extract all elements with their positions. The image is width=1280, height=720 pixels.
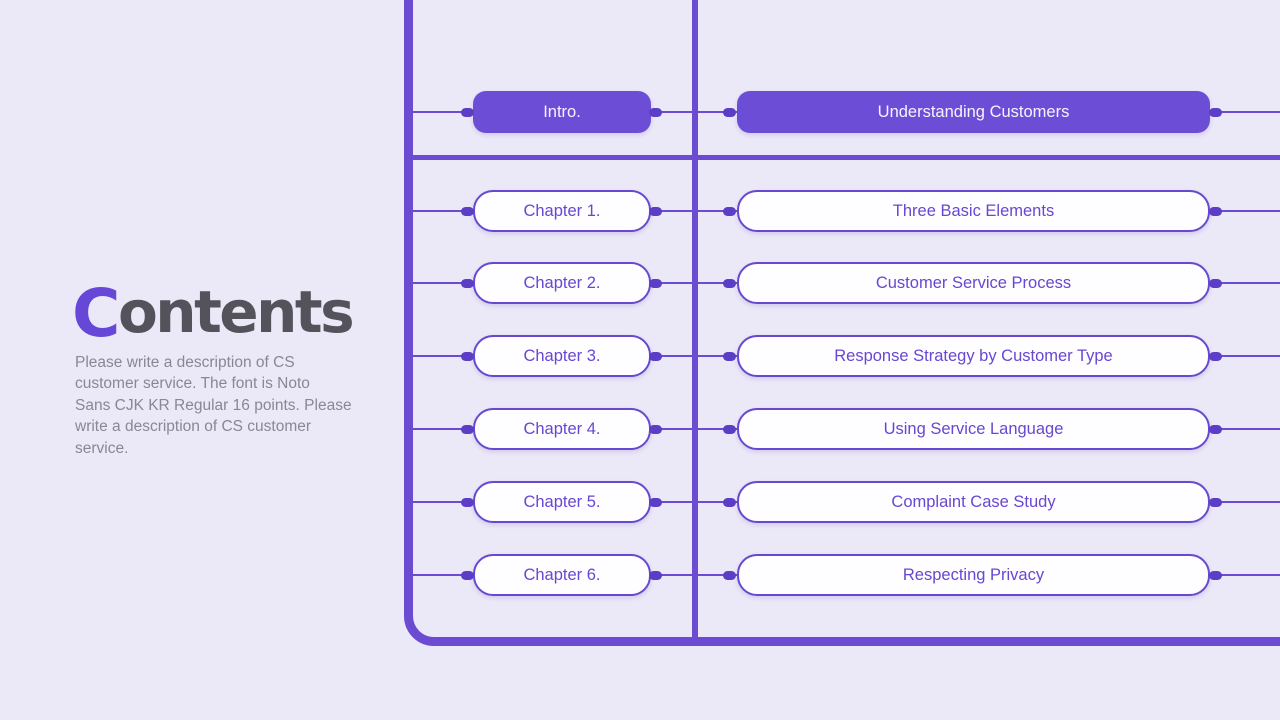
topic-button-5[interactable]: Complaint Case Study	[737, 481, 1210, 523]
topic-button-intro[interactable]: Understanding Customers	[737, 91, 1210, 133]
topic-button-6[interactable]: Respecting Privacy	[737, 554, 1210, 596]
connector-nub	[723, 279, 736, 288]
toc-row-chapter-6: Chapter 6. Respecting Privacy	[0, 554, 1280, 596]
topic-button-2[interactable]: Customer Service Process	[737, 262, 1210, 304]
connector-nub	[1209, 279, 1222, 288]
toc-row-intro: Intro. Understanding Customers	[0, 91, 1280, 133]
connector-nub	[1209, 498, 1222, 507]
connector-nub	[649, 279, 662, 288]
topic-button-4[interactable]: Using Service Language	[737, 408, 1210, 450]
page-description: Please write a description of CS custome…	[75, 354, 352, 457]
toc-row-chapter-4: Chapter 4. Using Service Language	[0, 408, 1280, 450]
toc-row-chapter-5: Chapter 5. Complaint Case Study	[0, 481, 1280, 523]
column-divider-line	[692, 0, 698, 637]
connector-nub	[649, 108, 662, 117]
chapter-button-5[interactable]: Chapter 5.	[473, 481, 651, 523]
chapter-button-6[interactable]: Chapter 6.	[473, 554, 651, 596]
page-title: Contents	[72, 278, 355, 347]
connector-nub	[461, 207, 474, 216]
connector-nub	[649, 207, 662, 216]
connector-nub	[649, 425, 662, 434]
connector-nub	[723, 425, 736, 434]
left-panel: Contents Please write a description of C…	[0, 0, 404, 720]
connector-nub	[461, 352, 474, 361]
connector-nub	[461, 108, 474, 117]
connector-nub	[461, 279, 474, 288]
toc-row-chapter-2: Chapter 2. Customer Service Process	[0, 262, 1280, 304]
chapter-button-4[interactable]: Chapter 4.	[473, 408, 651, 450]
connector-nub	[461, 498, 474, 507]
connector-nub	[723, 571, 736, 580]
chapter-button-2[interactable]: Chapter 2.	[473, 262, 651, 304]
connector-nub	[723, 498, 736, 507]
connector-nub	[1209, 207, 1222, 216]
connector-nub	[1209, 425, 1222, 434]
page-title-rest: ontents	[117, 278, 355, 346]
connector-nub	[723, 352, 736, 361]
connector-nub	[461, 425, 474, 434]
connector-nub	[649, 352, 662, 361]
page-title-initial: C	[72, 275, 120, 352]
connector-nub	[1209, 571, 1222, 580]
connector-nub	[461, 571, 474, 580]
intro-row-separator-line	[410, 155, 1280, 160]
connector-nub	[723, 207, 736, 216]
chapter-button-1[interactable]: Chapter 1.	[473, 190, 651, 232]
connector-nub	[1209, 352, 1222, 361]
connector-nub	[649, 498, 662, 507]
connector-nub	[1209, 108, 1222, 117]
toc-row-chapter-3: Chapter 3. Response Strategy by Customer…	[0, 335, 1280, 377]
topic-button-1[interactable]: Three Basic Elements	[737, 190, 1210, 232]
topic-button-3[interactable]: Response Strategy by Customer Type	[737, 335, 1210, 377]
connector-nub	[649, 571, 662, 580]
connector-nub	[723, 108, 736, 117]
toc-row-chapter-1: Chapter 1. Three Basic Elements	[0, 190, 1280, 232]
chapter-button-intro[interactable]: Intro.	[473, 91, 651, 133]
diagram-frame-border	[404, 0, 1280, 646]
chapter-button-3[interactable]: Chapter 3.	[473, 335, 651, 377]
